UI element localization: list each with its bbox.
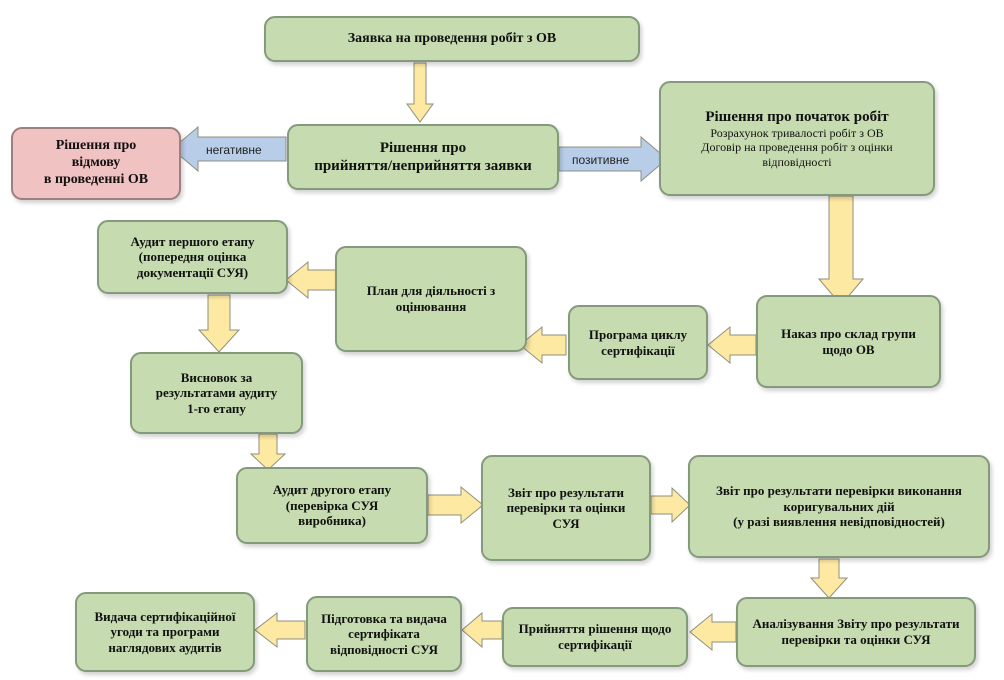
arrow-stage2-to-report [427, 485, 484, 525]
stage1-audit-line3: документації СУЯ) [136, 264, 249, 280]
arrow-analysis-to-decision [689, 612, 737, 652]
report-line3: СУЯ [552, 515, 580, 531]
arrow-issue-to-agreement [254, 611, 306, 649]
plan-line1: План для діяльності з [366, 283, 496, 299]
negative-label: негативне [206, 143, 262, 157]
arrow-stage1-to-conclusion [197, 294, 241, 353]
conclusion-line3: 1-го етапу [187, 400, 246, 416]
agreement-issue-box: Видача сертифікаційної угоди та програми… [75, 592, 255, 672]
stage2-audit-box: Аудит другого етапу (перевірка СУЯ вироб… [236, 467, 428, 544]
cert-decision-line2: сертифікації [558, 637, 632, 652]
arrow-corrective-to-analysis [809, 558, 849, 599]
stage2-line2: (перевірка СУЯ [285, 497, 379, 513]
start-sub2: Договір на проведення робіт з оцінки [701, 140, 893, 155]
reject-decision-box: Рішення про відмову в проведенні ОВ [11, 127, 181, 200]
accept-line1: Рішення про [379, 140, 467, 156]
accept-decision-box: Рішення про прийняття/неприйняття заявки [287, 124, 559, 190]
audit-report-box: Звіт про результати перевірки та оцінки … [481, 455, 651, 561]
application-box: Заявка на проведення робіт з ОВ [264, 16, 640, 62]
cert-issue-box: Підготовка та видача сертифіката відпові… [306, 596, 462, 672]
arrow-conclusion-to-stage2 [249, 433, 287, 471]
start-sub1: Розрахунок тривалості робіт з ОВ [710, 125, 884, 140]
start-title: Рішення про початок робіт [705, 108, 889, 125]
accept-line2: прийняття/неприйняття заявки [314, 158, 532, 174]
report-line1: Звіт про результати [508, 484, 624, 500]
arrow-order-to-program [707, 325, 757, 365]
positive-label: позитивне [572, 153, 630, 167]
arrow-report-to-corrective [650, 486, 691, 524]
stage1-audit-box: Аудит першого етапу (попередня оцінка до… [97, 220, 288, 294]
stage2-line3: виробника) [298, 513, 366, 529]
assessment-plan-box: План для діяльності з оцінювання [335, 246, 527, 352]
start-decision-box: Рішення про початок робіт Розрахунок три… [659, 81, 935, 196]
team-order-box: Наказ про склад групи щодо ОВ [756, 295, 941, 388]
agreement-line1: Видача сертифікаційної [94, 608, 236, 624]
conclusion-line1: Висновок за [180, 369, 253, 385]
stage1-audit-line1: Аудит першого етапу [130, 233, 255, 249]
application-title: Заявка на проведення робіт з ОВ [347, 30, 557, 46]
issue-line2: сертифіката [348, 626, 420, 642]
report-analysis-box: Аналізування Звіту про результати переві… [736, 597, 976, 667]
cert-decision-box: Прийняття рішення щодо сертифікації [502, 607, 688, 667]
stage1-audit-line2: (попередня оцінка [138, 249, 247, 265]
arrow-negative-to-reject [171, 125, 287, 173]
conclusion-line2: результатами аудиту [155, 385, 278, 401]
analysis-line2: перевірки та оцінки СУЯ [781, 632, 931, 647]
cert-program-box: Програма циклу сертифікації [568, 305, 708, 380]
corrective-report-box: Звіт про результати перевірки виконання … [688, 455, 990, 558]
stage1-conclusion-box: Висновок за результатами аудиту 1-го ета… [130, 352, 303, 434]
arrow-positive-to-start [558, 135, 668, 183]
cert-decision-line1: Прийняття рішення щодо [518, 621, 672, 637]
arrow-decision-to-issue [461, 611, 503, 649]
issue-line1: Підготовка та видача [321, 610, 447, 626]
arrow-plan-to-stage1 [285, 260, 338, 300]
program-line1: Програма циклу [588, 326, 688, 342]
arrow-program-to-plan [519, 325, 567, 365]
agreement-line2: угоди та програми [110, 624, 220, 640]
analysis-line1: Аналізування Звіту про результати [752, 616, 960, 632]
reject-line2: відмову [71, 155, 121, 171]
order-line2: щодо ОВ [822, 341, 875, 357]
stage2-line1: Аудит другого етапу [272, 482, 392, 498]
agreement-line3: наглядових аудитів [108, 639, 222, 655]
reject-line3: в проведенні ОВ [43, 171, 149, 187]
order-line1: Наказ про склад групи [781, 325, 916, 341]
plan-line2: оцінювання [395, 299, 467, 314]
report-line2: перевірки та оцінки [506, 500, 626, 516]
corrective-line1: Звіт про результати перевірки виконання [716, 483, 962, 499]
corrective-line3: (у разі виявлення невідповідностей) [733, 514, 945, 530]
arrow-start-to-order [817, 195, 865, 306]
program-line2: сертифікації [601, 342, 675, 358]
corrective-line2: коригувальних дій [783, 498, 895, 514]
start-sub3: відповідності [762, 154, 832, 169]
issue-line3: відповідності СУЯ [329, 641, 439, 657]
reject-line1: Рішення про [55, 138, 137, 154]
arrow-application-to-decision [406, 62, 434, 123]
